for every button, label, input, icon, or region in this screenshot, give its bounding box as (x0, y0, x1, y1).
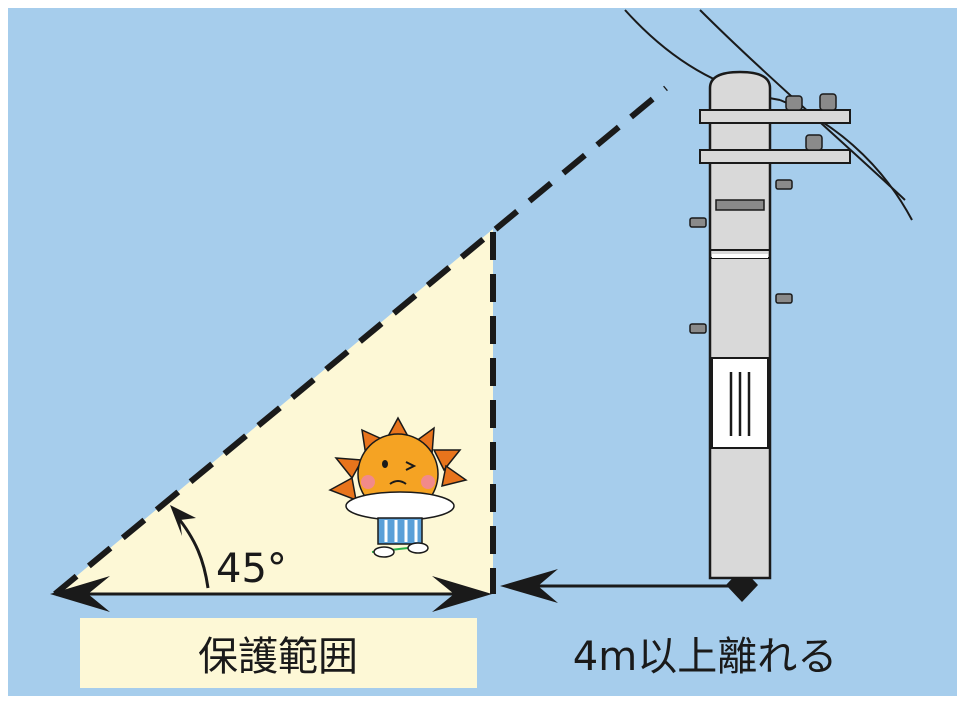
distance-label: 4m以上離れる (573, 634, 837, 680)
angle-label: 45° (216, 546, 287, 592)
utility-pole-icon (689, 70, 851, 580)
protection-angle-line (53, 85, 668, 597)
sun-mascot-icon (328, 416, 468, 558)
angle-arrow (170, 505, 210, 589)
arrow-right-icon (432, 576, 492, 612)
protection-width-arrow (50, 576, 492, 612)
arrow-up-icon (170, 505, 196, 536)
protection-label-box (80, 618, 477, 688)
arrow-left-icon (500, 569, 558, 603)
arrow-left-icon (50, 576, 110, 612)
protection-label: 保護範囲 (198, 634, 358, 680)
